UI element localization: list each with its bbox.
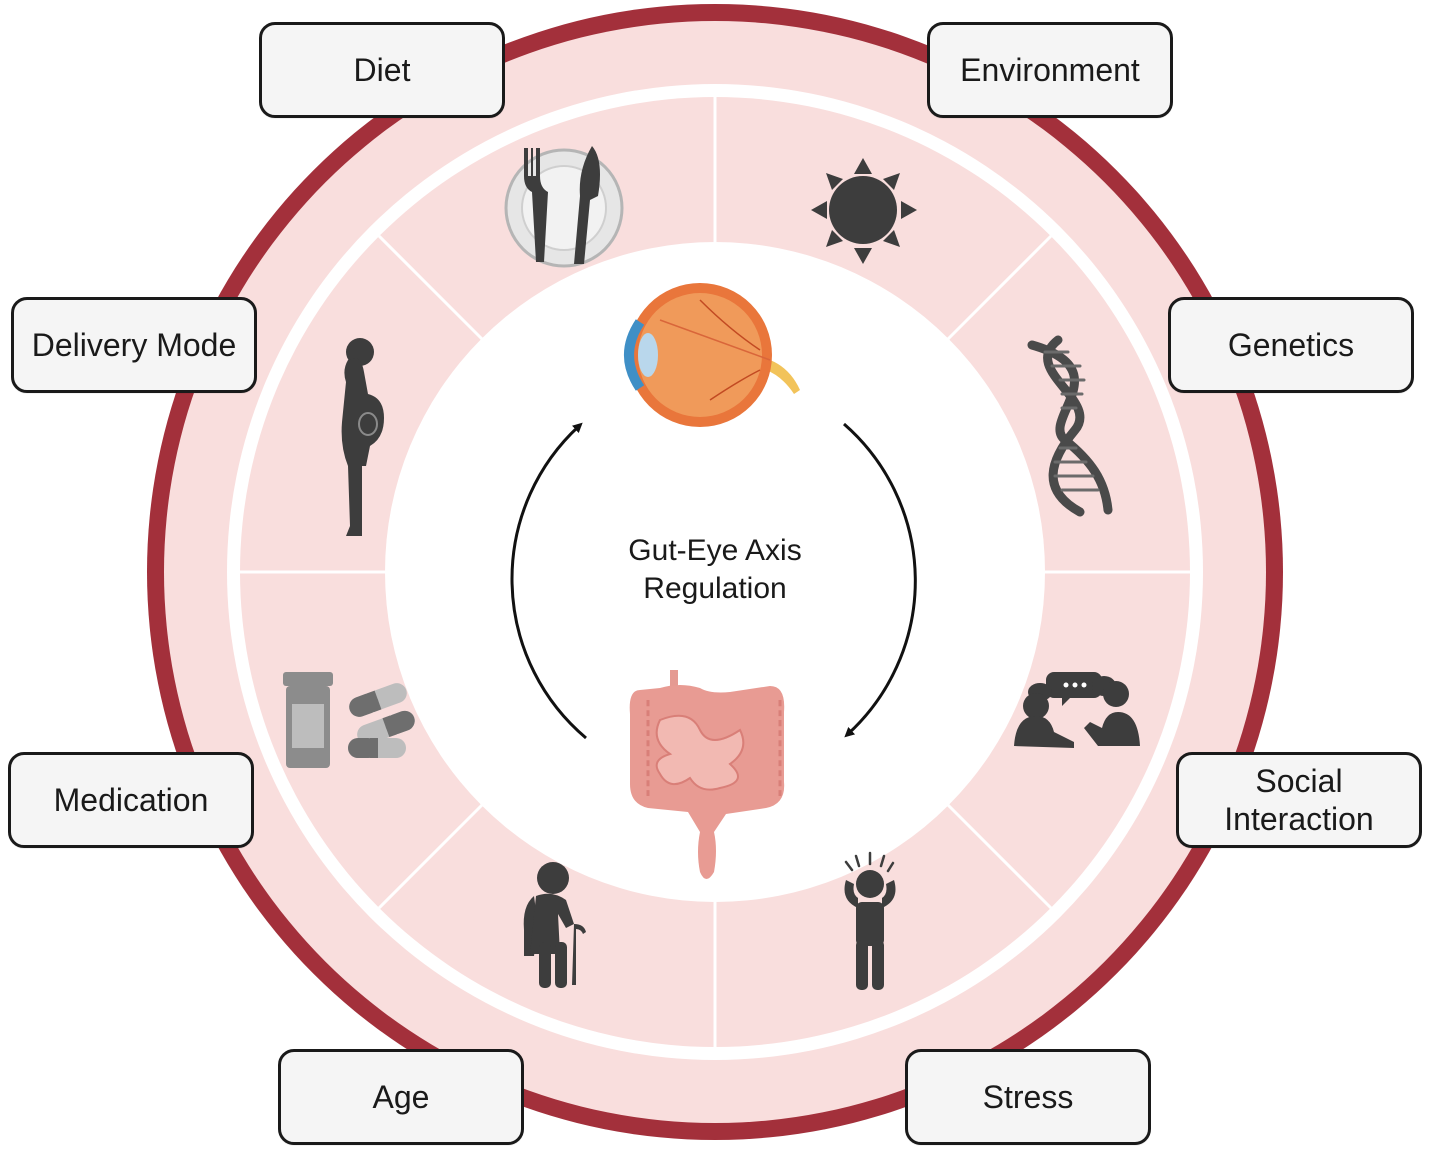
- gut-to-eye-arrow: [510, 422, 587, 740]
- medication-label: Medication: [53, 782, 209, 818]
- eye-to-gut-arrow: [843, 422, 917, 738]
- medication-label-box: Medication: [8, 752, 254, 848]
- intestines-icon: [629, 670, 785, 879]
- delivery-mode-label-box: Delivery Mode: [11, 297, 257, 393]
- center-circle: [385, 242, 1045, 902]
- genetics-label-box: Genetics: [1168, 297, 1414, 393]
- stress-label-box: Stress: [905, 1049, 1151, 1145]
- stress-label: Stress: [982, 1079, 1074, 1115]
- fork-knife-plate-icon: [504, 146, 624, 268]
- dna-icon: [1027, 335, 1113, 517]
- environment-label-box: Environment: [927, 22, 1173, 118]
- social-label-line2: Interaction: [1224, 801, 1374, 837]
- center-title-line1: Gut-Eye Axis: [628, 534, 802, 567]
- pill-bottle-icon: [283, 672, 415, 768]
- delivery-mode-label: Delivery Mode: [31, 327, 237, 363]
- people-talking-icon: [1014, 672, 1140, 748]
- environment-label: Environment: [960, 52, 1140, 88]
- diet-label-box: Diet: [259, 22, 505, 118]
- social-label-line1: Social: [1255, 763, 1343, 799]
- social-interaction-label: Social Interaction: [1224, 762, 1373, 838]
- diet-label: Diet: [353, 52, 411, 88]
- elderly-person-icon: [523, 862, 586, 988]
- stressed-person-icon: [844, 851, 896, 990]
- pregnant-woman-icon: [341, 338, 384, 536]
- segment-dividers: [240, 97, 1190, 1047]
- genetics-label: Genetics: [1227, 327, 1355, 363]
- age-label: Age: [372, 1079, 430, 1115]
- center-title: Gut-Eye Axis Regulation: [565, 532, 865, 608]
- eye-anatomy-icon: [624, 283, 800, 427]
- sun-icon: [811, 158, 917, 264]
- center-title-line2: Regulation: [643, 572, 787, 605]
- social-interaction-label-box: Social Interaction: [1176, 752, 1422, 848]
- age-label-box: Age: [278, 1049, 524, 1145]
